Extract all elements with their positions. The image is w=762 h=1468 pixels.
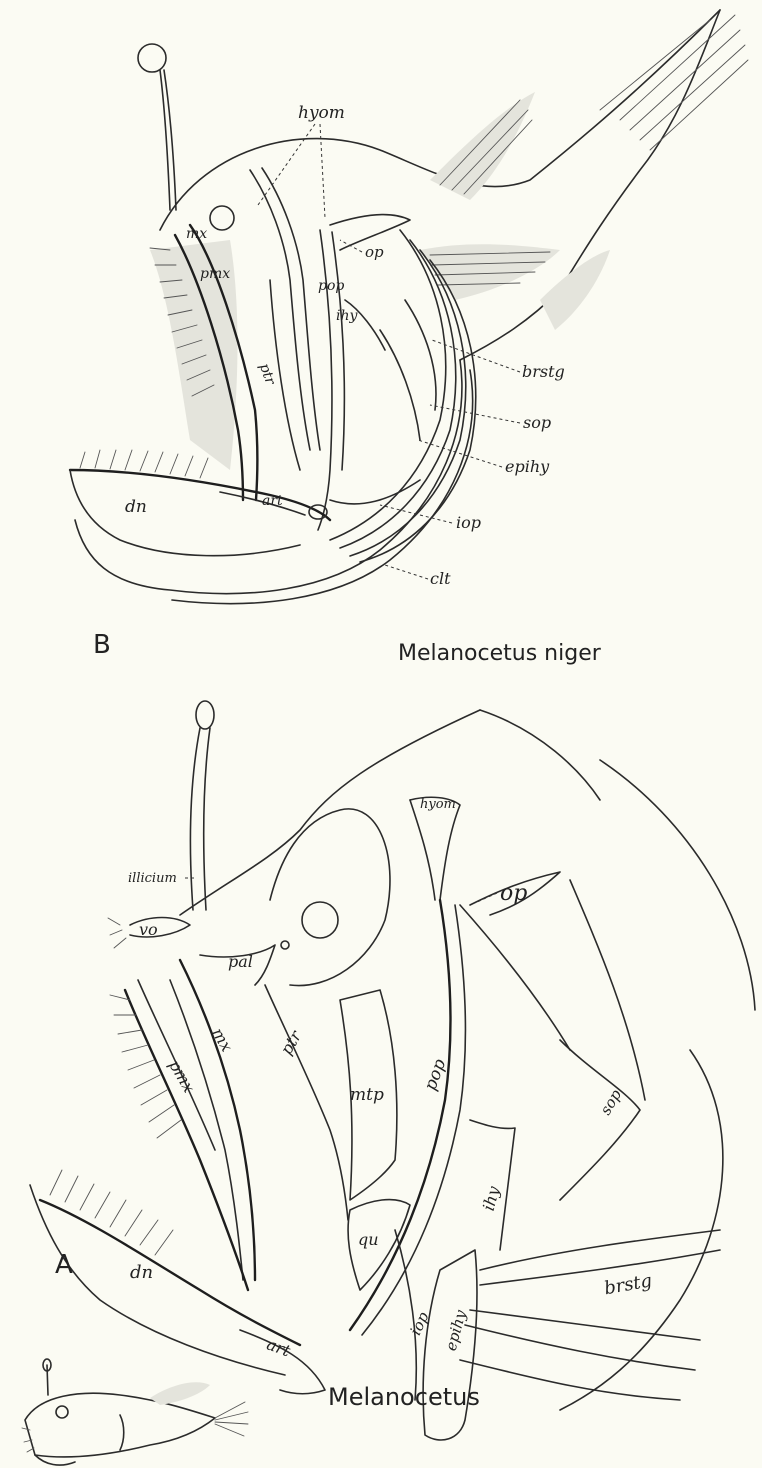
panel-b-body-outline	[160, 10, 720, 230]
panel-a-label-mtp: mtp	[350, 1085, 384, 1105]
panel-a-drawing	[30, 701, 755, 1440]
panel-b-label-ptr: ptr	[256, 361, 279, 388]
panel-a-subopercle	[560, 1040, 640, 1200]
panel-a-label-vo: vo	[139, 920, 158, 939]
panel-a-eye	[302, 902, 338, 938]
panel-a-labels: hyom illicium op vo pal mx pmx ptr mtp p…	[128, 797, 654, 1361]
panel-a-label-hyom: hyom	[420, 797, 456, 812]
panel-a-label-dn: dn	[130, 1262, 153, 1283]
panel-a-cleithrum	[560, 1050, 723, 1410]
panel-b-drawing	[70, 10, 748, 604]
panel-a-illicium	[190, 701, 214, 910]
panel-b-preopercle	[318, 230, 332, 530]
panel-a-label-qu: qu	[358, 1230, 379, 1249]
panel-b-label-pop: pop	[318, 278, 344, 294]
panel-a-vomer-teeth	[108, 918, 126, 948]
panel-b-label-clt: clt	[430, 569, 451, 588]
panel-b-label-ihy: ihy	[336, 308, 358, 324]
panel-b-epihyal	[380, 330, 420, 440]
panel-a-letter: A	[55, 1250, 73, 1280]
panel-a-hyomandibular	[410, 797, 460, 900]
panel-b-hyomandibular	[250, 170, 310, 450]
panel-a-label-op: op	[500, 881, 527, 906]
panel-a-label-iop: iop	[406, 1309, 432, 1338]
panel-a-label-epihy: epihy	[442, 1308, 470, 1353]
panel-a-label-pal: pal	[228, 952, 253, 971]
panel-a-caption: Melanocetus	[328, 1383, 480, 1411]
panel-b-label-iop: iop	[456, 513, 481, 532]
panel-b-illicium	[138, 44, 176, 210]
panel-b-label-pmx: pmx	[200, 266, 230, 282]
panel-b-caudal-fin	[600, 15, 748, 150]
panel-a-pterygoid	[265, 985, 348, 1220]
panel-b-pectoral-fin	[420, 244, 560, 300]
panel-b-cleithrum	[75, 360, 462, 594]
panel-a-orbit-region	[270, 809, 390, 986]
panel-b-label-sop: sop	[523, 413, 551, 432]
panel-b-pelvic-fin	[540, 250, 610, 330]
panel-a-label-illicium: illicium	[128, 871, 177, 886]
panel-a-dentary	[40, 1200, 300, 1345]
panel-b-label-mx: mx	[186, 226, 207, 242]
panel-b-eye	[210, 206, 234, 230]
panel-b-caption: Melanocetus niger	[398, 641, 602, 666]
panel-b-label-hyom: hyom	[298, 103, 345, 123]
panel-b-tail-lower	[460, 10, 720, 360]
panel-b-label-epihy: epihy	[505, 457, 550, 476]
panel-a-branchiostegals	[460, 1230, 720, 1400]
panel-b-label-brstg: brstg	[522, 362, 565, 381]
panel-a-label-ihy: ihy	[479, 1183, 504, 1212]
panel-b-letter: B	[93, 630, 111, 660]
panel-b-label-op: op	[365, 243, 384, 261]
panel-a-label-mx: mx	[208, 1024, 237, 1054]
panel-b-label-dn: dn	[125, 497, 147, 517]
panel-a-preopercle	[350, 900, 450, 1330]
panel-a-label-ptr: ptr	[277, 1026, 306, 1058]
panel-a-label-brstg: brstg	[603, 1270, 654, 1299]
panel-a-interhyal	[470, 1120, 515, 1250]
panel-b-label-art: art	[262, 493, 283, 509]
panel-a-whole-fish-inset	[22, 1359, 248, 1465]
